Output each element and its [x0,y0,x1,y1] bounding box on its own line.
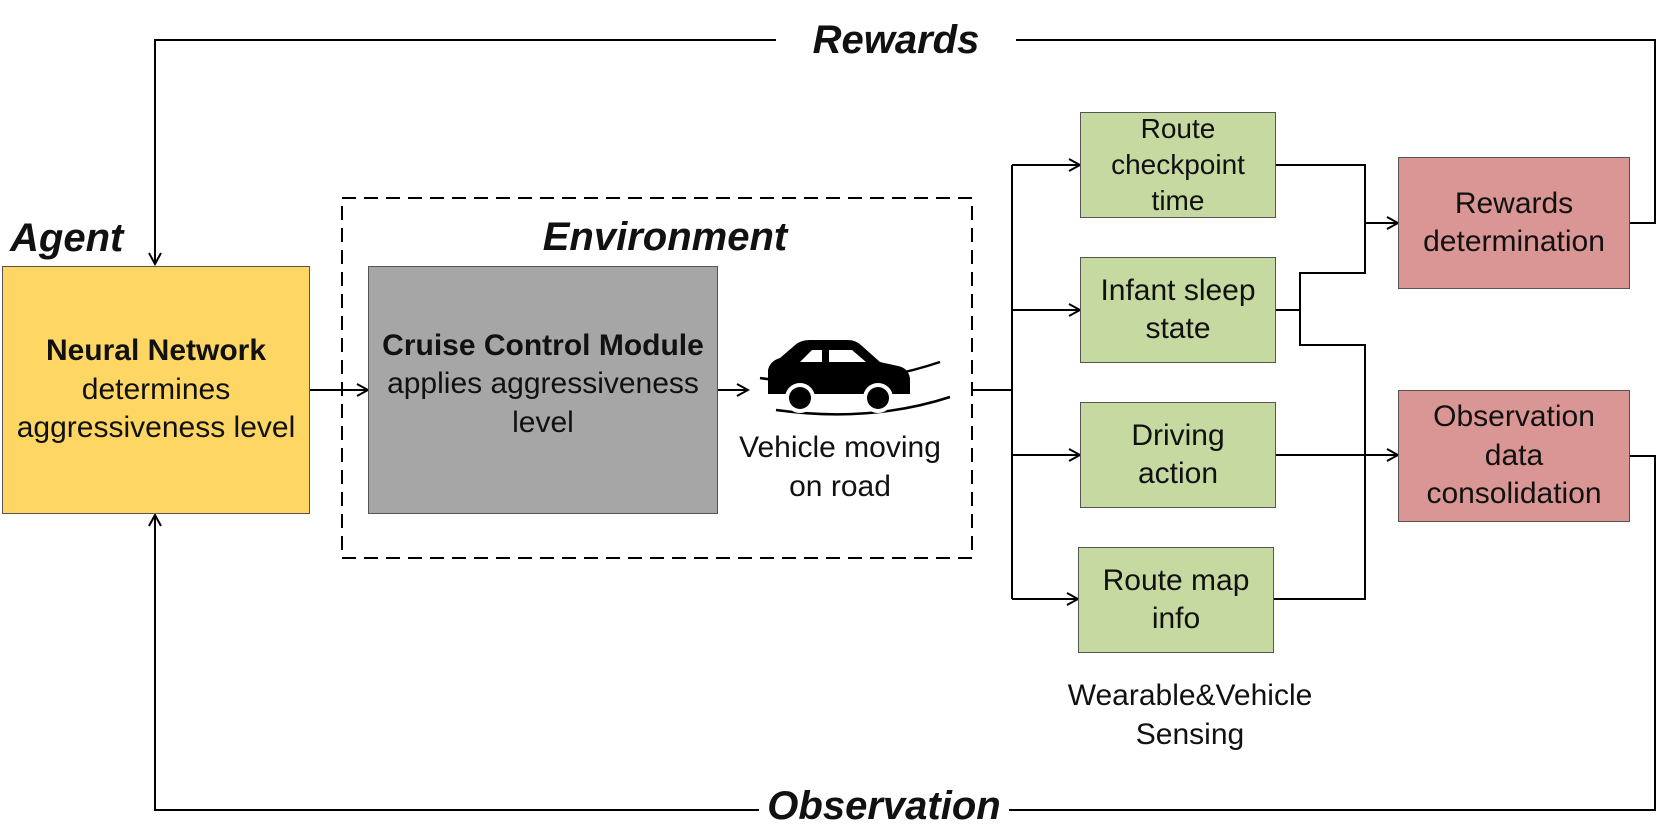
observation-consolidation-box: Observation data consolidation [1398,390,1630,522]
environment-label: Environment [542,215,788,259]
rewards-determination-line1: Rewards [1454,186,1574,220]
driving-action-line2: action [1137,457,1219,490]
route-checkpoint-box: Route checkpoint time [1080,112,1276,218]
infant-sleep-box: Infant sleep state [1080,257,1276,363]
observation-consolidation-line2: data [1484,438,1544,472]
observation-consolidation-line3: consolidation [1426,477,1602,511]
rewards-loop-arrow [155,39,1656,264]
car-icon [759,340,951,416]
cruise-control-line2: level [512,405,574,439]
environment-boundary [341,197,973,559]
agent-label: Agent [10,216,124,260]
neural-network-title: Neural Network [45,334,267,368]
vehicle-caption-line2: on road [789,470,891,503]
route-checkpoint-line3: time [1151,184,1205,216]
rewards-label: Rewards [776,14,1016,66]
observation-loop-arrow [155,455,1656,811]
rewards-determination-box: Rewards determination [1398,157,1630,289]
neural-network-line1: determines [81,372,231,406]
route-map-box: Route map info [1078,547,1274,653]
infant-sleep-line1: Infant sleep [1100,273,1256,307]
sensing-caption: Wearable&Vehicle Sensing [1040,676,1340,754]
cruise-control-title: Cruise Control Module [382,329,704,362]
neural-network-box: Neural Network determines aggressiveness… [2,266,310,514]
route-checkpoint-line2: checkpoint [1111,149,1245,181]
infant-sleep-line2: state [1145,312,1211,345]
route-map-line2: info [1151,602,1201,635]
sensing-caption-line1: Wearable&Vehicle [1067,679,1313,712]
neural-network-line2: aggressiveness level [16,411,296,445]
driving-action-box: Driving action [1080,402,1276,508]
cruise-control-line1: applies aggressiveness [387,367,699,401]
driving-action-line1: Driving [1131,418,1225,452]
observation-label: Observation [759,780,1009,832]
rewards-determination-line2: determination [1423,225,1605,258]
cruise-control-box: Cruise Control Module applies aggressive… [368,266,718,514]
route-checkpoint-line1: Route [1140,113,1216,145]
vehicle-caption-line1: Vehicle moving [739,431,941,464]
route-map-line1: Route map [1102,563,1250,597]
sensing-caption-line2: Sensing [1135,718,1245,751]
vehicle-caption: Vehicle moving on road [720,428,960,506]
observation-consolidation-line1: Observation [1433,400,1595,434]
